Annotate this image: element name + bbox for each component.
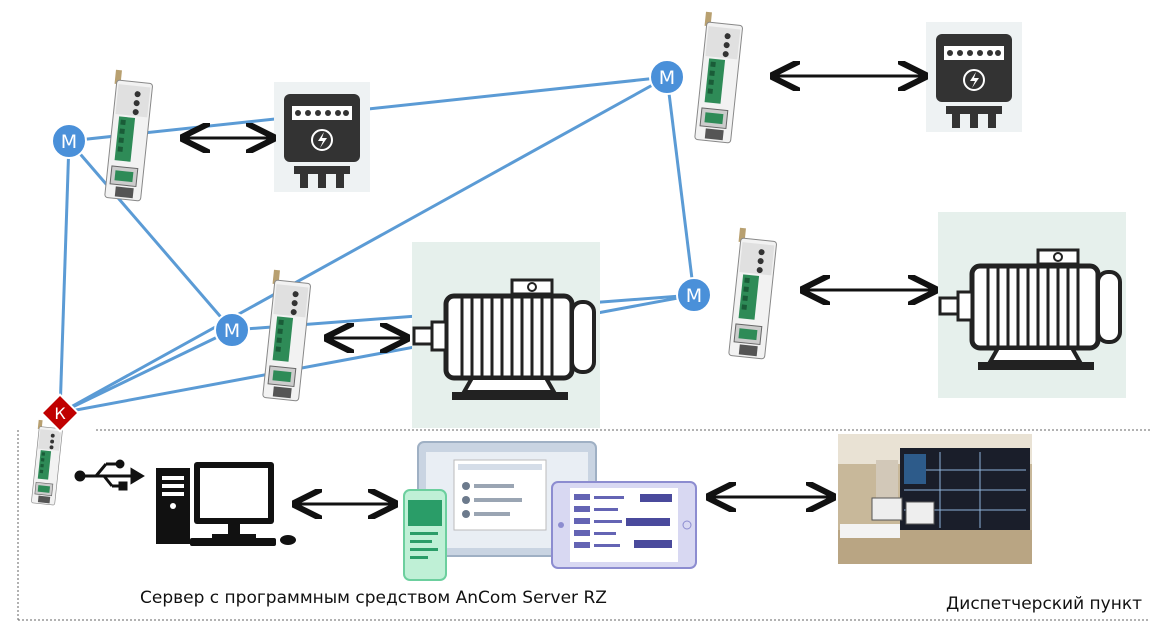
mesh-node [649,59,685,95]
usb-icon [74,459,145,491]
svg-text:К: К [54,404,66,423]
modem-icon [29,419,64,506]
dispatch-caption: Диспетчерский пункт [946,594,1143,614]
control-room-photo [838,434,1032,564]
phone-icon [403,489,447,581]
coordinator-node: К [40,393,80,433]
electric-motor-icon [938,212,1126,398]
electric-motor-icon [412,242,600,428]
modem-icon [692,11,745,144]
modem-icon [726,227,779,360]
electric-meter-icon [273,81,371,193]
desktop-computer-icon [156,462,296,546]
double-arrow-icon [186,76,932,504]
mesh-node [51,123,87,159]
section-divider [17,429,1150,621]
tablet-icon [551,481,697,569]
mesh-node [214,312,250,348]
modem-icon [260,269,313,402]
mesh-node [676,277,712,313]
server-caption: Сервер с программным средством AnCom Ser… [140,588,607,608]
electric-meter-icon [925,21,1023,133]
